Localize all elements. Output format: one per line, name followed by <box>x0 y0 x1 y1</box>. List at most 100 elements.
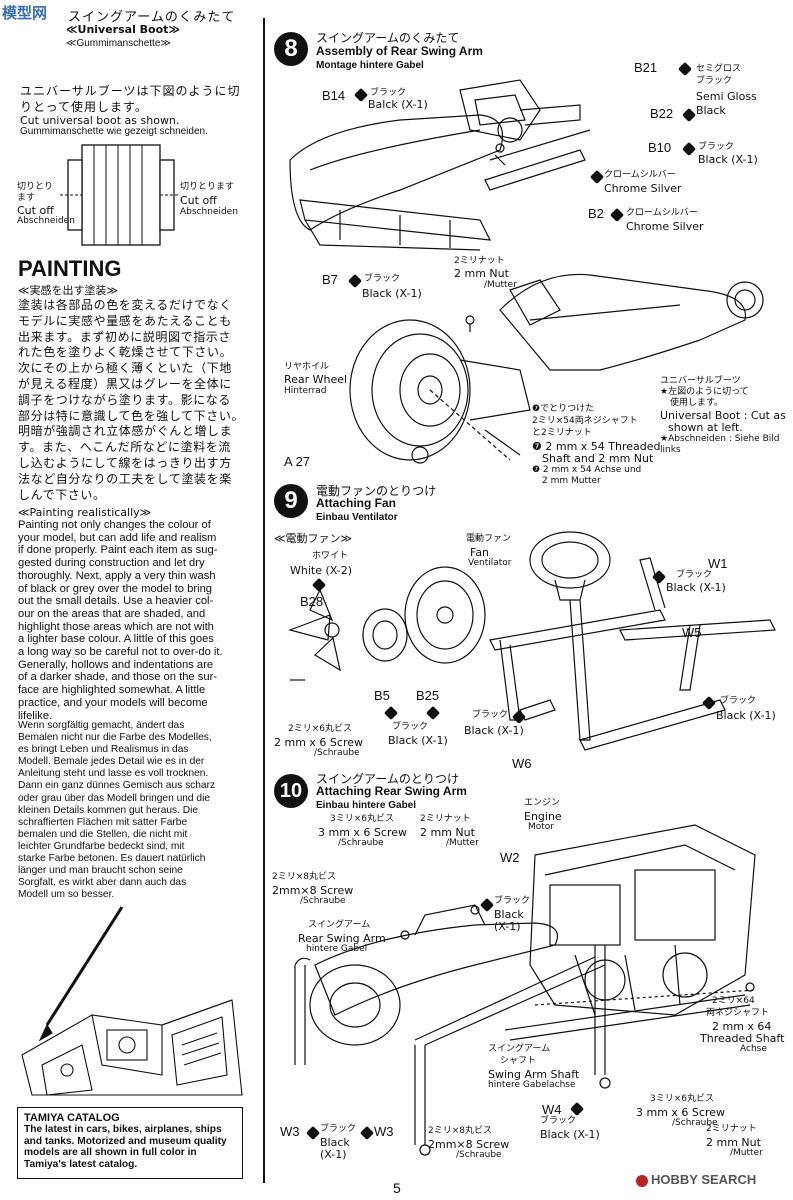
painting-de-line: bemalen und die Stellen, die nicht mit <box>18 828 188 840</box>
step9-title-en: Attaching Fan <box>316 496 396 510</box>
fan-jp: 電動ファン <box>466 534 512 544</box>
step10-screw3-de: /Schraube <box>338 838 384 848</box>
step10-title-en: Attaching Rear Swing Arm <box>316 784 467 798</box>
painting-jp-line: 塗装は各部品の色を変えるだけでなく <box>18 298 232 312</box>
shaft-jp-3: と2ミリナット <box>532 428 592 438</box>
chrome2-jp: クロームシルバー <box>626 208 698 218</box>
universal-boot-diagram <box>60 144 180 246</box>
semigloss-en-1: Semi Gloss <box>696 90 757 103</box>
w4-en: Black (X-1) <box>540 1128 600 1141</box>
b7-en: Black (X-1) <box>362 287 422 300</box>
step10-nut-jp: 2ミリナット <box>420 814 471 824</box>
painting-en-line: lifelike. <box>18 709 53 722</box>
painting-sub-jp: ≪実感を出す塗装≫ <box>18 284 119 297</box>
shaft64-jp-2: 両ネジシャフト <box>706 1008 770 1018</box>
painting-de-line: es bringt Leben und Realismus in das <box>18 744 189 756</box>
step10-w2: W2 <box>500 850 520 865</box>
step8-b2: B2 <box>588 206 604 221</box>
wheel-en: Rear Wheel <box>284 373 348 386</box>
painting-de-line: kleinen Details kommen gut heraus. Die <box>18 804 199 816</box>
shaft-en-1: ❼ 2 mm x 54 Threaded <box>532 440 661 453</box>
engine-jp: エンジン <box>524 798 561 808</box>
boot-right-de-1: ★Abschneiden : Siehe Bild <box>660 434 780 444</box>
w4-jp: ブラック <box>540 1116 577 1126</box>
painting-en-line: highlight those areas which are not with <box>18 620 214 633</box>
painting-jp-line: モデルに実感や量感をあたえることも <box>18 313 232 328</box>
step8-b22: B22 <box>650 106 674 121</box>
step10-screw8-en: 2mm×8 Screw <box>272 884 354 897</box>
shaft-en-2: Shaft and 2 mm Nut <box>542 452 654 465</box>
step9-screw-en: 2 mm x 6 Screw <box>274 736 363 749</box>
engine-en: Engine <box>524 810 562 823</box>
watermark-bottom: HOBBY SEARCH <box>636 1172 756 1187</box>
step10-screw3-jp: 3ミリ×6丸ビス <box>330 814 394 824</box>
swshaft-de: hintere Gabelachse <box>488 1080 576 1090</box>
painting-de-line: länger und man braucht schon seine <box>18 865 183 877</box>
b14-en: Balck (X-1) <box>368 98 428 111</box>
fan-de: Ventilator <box>468 558 512 568</box>
painting-en-line: of black or grey over the model to bring <box>18 582 213 595</box>
catalog-title: TAMIYA CATALOG <box>24 1112 120 1124</box>
b5-en: Black (X-1) <box>388 734 448 747</box>
w3a-en-1: Black <box>320 1136 350 1149</box>
boot-en: Cut universal boot as shown. <box>20 114 180 127</box>
watermark-logo-icon <box>636 1174 648 1187</box>
shaft-de-1: ❼ 2 mm x 54 Achse und <box>532 465 642 475</box>
cut-right-de: Abschneiden <box>180 207 238 217</box>
white-en: White (X-2) <box>290 564 353 577</box>
semigloss-jp-2: ブラック <box>696 76 733 86</box>
painting-de-line: Sorgfalt, es wirkt aber dann auch das <box>18 877 187 889</box>
painting-en-line: your model, but can add life and realism <box>18 531 217 544</box>
w2-en-1: Black <box>494 908 524 921</box>
w2-jp: ブラック <box>494 896 531 906</box>
step8-b10: B10 <box>648 140 672 155</box>
step9-screw-de: /Schraube <box>314 748 360 758</box>
painting-en-line: a long way so be careful not to over-do … <box>18 646 223 659</box>
cut-right-jp: 切りとります <box>180 182 235 192</box>
painting-jp-line: し込むようにして線をはっきり出す方 <box>18 455 232 470</box>
painting-de-line: Modell. Bemale jedes Detail wie es in de… <box>18 756 205 768</box>
boot-right-jp-2: ★左図のように切って <box>660 387 749 397</box>
w5-jp: ブラック <box>720 696 757 706</box>
boot-right-de-2: links <box>660 445 681 455</box>
w3a-jp: ブラック <box>320 1124 357 1134</box>
w1-en: Black (X-1) <box>666 581 726 594</box>
painting-en-block: Painting not only changes the colour of … <box>18 519 246 722</box>
step10-nut2-en: 2 mm Nut <box>706 1136 761 1149</box>
painting-jp-line: 次にその上から極く薄くといた（下地 <box>18 361 232 376</box>
step10-w4: W4 <box>542 1102 562 1117</box>
step9-number-badge: 9 <box>274 484 308 518</box>
boot-right-jp-1: ユニバーサルブーツ <box>660 376 741 386</box>
page-number: 5 <box>393 1180 401 1196</box>
step9-screw-jp: 2ミリ×6丸ビス <box>288 724 352 734</box>
step9-b28: B28 <box>300 594 324 609</box>
step9-number: 9 <box>284 487 298 514</box>
step10-screw3b-jp: 3ミリ×6丸ビス <box>650 1094 714 1104</box>
fan-en: Fan <box>470 546 490 559</box>
chrome2-en: Chrome Silver <box>626 220 704 233</box>
painting-sub-en: ≪Painting realistically≫ <box>18 506 152 519</box>
step10-number-badge: 10 <box>274 774 308 808</box>
step10-nut-de: /Mutter <box>446 838 479 848</box>
painting-de-line: Wenn sorgfältig gemacht, ändert das <box>18 720 185 731</box>
step10-screw8-jp: 2ミリ×8丸ビス <box>272 872 336 882</box>
painting-jp-line: す。また、へこんだ所などに塗料を流 <box>18 440 232 455</box>
step8-nut-de: /Mutter <box>484 280 517 290</box>
w5-en: Black (X-1) <box>716 709 776 722</box>
cut-right-en: Cut off <box>180 194 217 207</box>
cut-left-jp-2: ます <box>17 193 36 203</box>
step8-b14: B14 <box>322 88 346 103</box>
semigloss-jp-1: セミグロス <box>696 64 742 74</box>
step9-w1: W1 <box>708 556 728 571</box>
boot-title-en: ≪Universal Boot≫ <box>66 23 180 36</box>
step9-sub-jp: ≪電動ファン≫ <box>274 532 353 545</box>
boot-right-en-2: shown at left. <box>668 421 743 434</box>
b10-en: Black (X-1) <box>698 153 758 166</box>
chrome1-en: Chrome Silver <box>604 182 682 195</box>
painting-jp-line: しんで下さい。 <box>18 487 106 502</box>
painting-jp-line: 調子をつけながら塗ります。影になる <box>18 392 232 407</box>
step10-title-de: Einbau hintere Gabel <box>316 800 417 811</box>
step8-a27: A 27 <box>284 454 311 469</box>
watermark-top-text: 模型网 <box>2 4 48 22</box>
boot-jp-2: りとって使用します。 <box>20 100 148 114</box>
